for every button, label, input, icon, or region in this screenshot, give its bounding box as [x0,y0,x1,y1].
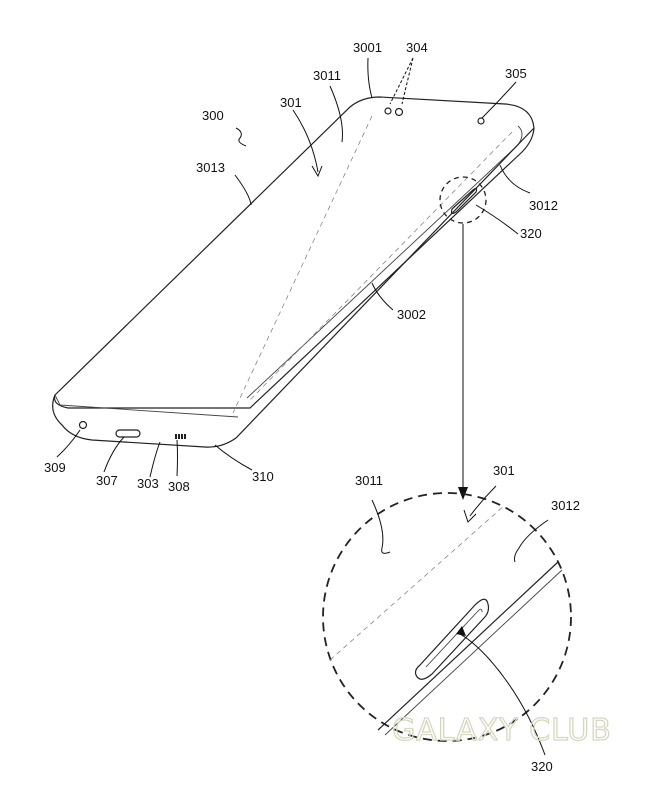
label-3001: 3001 [353,40,382,55]
label-3002: 3002 [397,307,426,322]
label-304: 304 [406,40,428,55]
detail-edge-line-outer [378,562,558,730]
detail-edge-line-inner [385,570,562,735]
display-boundary-dashed [233,116,512,413]
detail-callout-circle [440,177,486,223]
detail-label-301: 301 [493,463,515,478]
label-309: 309 [44,460,66,475]
detail-label-3012: 3012 [551,498,580,513]
reference-labels: 300 3001 304 305 3011 301 3013 3012 320 … [44,40,580,774]
label-310: 310 [252,469,274,484]
detail-label-320: 320 [531,759,553,774]
phone-bottom-edge [53,128,534,447]
label-303: 303 [137,476,159,491]
front-camera-hole [478,118,484,124]
phone-body [53,97,534,447]
sensor-hole-left [385,108,391,114]
detail-label-3011: 3011 [355,473,383,488]
usb-port-307 [116,430,140,437]
phone-bottom-band [55,395,238,417]
label-308: 308 [168,479,190,494]
earjack-hole-309 [80,422,87,429]
sensor-hole-right [396,109,403,116]
label-3013: 3013 [196,160,225,175]
label-305: 305 [505,66,527,81]
leader-lines-main [57,58,530,477]
speaker-grill-308 [175,434,186,439]
watermark: GALAXY CLUB [392,713,612,748]
label-307: 307 [96,473,118,488]
phone-top-face-outline [55,97,534,408]
label-301: 301 [280,95,302,110]
label-3012: 3012 [529,198,558,213]
detail-connector-arrow [458,224,468,500]
watermark-text: GALAXY CLUB [392,713,612,748]
label-320: 320 [520,226,542,241]
label-3011: 3011 [313,68,341,83]
label-300: 300 [202,108,224,123]
